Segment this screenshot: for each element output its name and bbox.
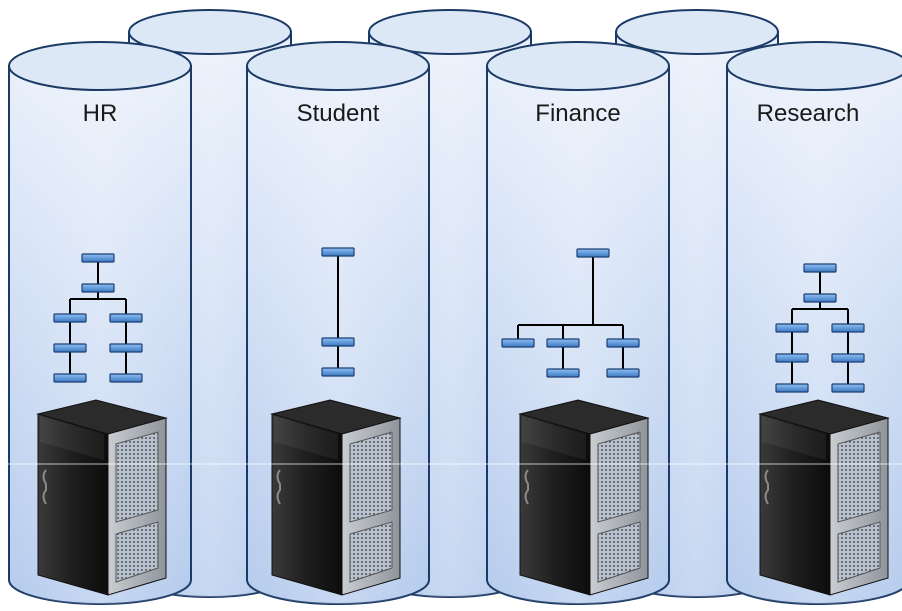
entity-box [831,383,865,393]
database-label-research: Research [756,100,860,127]
entity-box [576,248,610,258]
database-cylinder-3-top [486,41,670,91]
server-tower-icon-3-handle [524,469,529,505]
entity-box [109,343,143,353]
server-tower-icon-3-vent-upper [597,431,641,523]
schema-tree-student [321,247,355,377]
schema-tree-hr [53,253,143,383]
database-label-hr: HR [82,100,118,127]
server-tower-icon-3 [518,399,650,596]
server-tower-icon-4-vent-upper [837,431,881,523]
database-cylinder-2-top [246,41,430,91]
entity-box [831,353,865,363]
entity-box [81,283,115,293]
entity-box [321,337,355,347]
entity-box [501,338,535,348]
entity-box [803,263,837,273]
server-tower-icon-1-vent-upper [115,431,159,523]
background-cylinder-1-top [128,9,292,55]
server-tower-icon-4-handle [764,469,769,505]
entity-box [831,323,865,333]
entity-box [775,383,809,393]
database-cylinder-1-top [8,41,192,91]
schema-tree-finance [501,248,640,378]
entity-box [546,368,580,378]
server-tower-icon-4-vent-lower [837,521,881,583]
entity-box [606,368,640,378]
server-tower-icon-2-handle [276,469,281,505]
entity-box [321,367,355,377]
entity-box [53,343,87,353]
server-tower-icon-1-handle [42,469,47,505]
entity-box [775,323,809,333]
entity-box [109,373,143,383]
server-tower-icon-2 [270,399,402,596]
entity-box [53,313,87,323]
entity-box [803,293,837,303]
background-cylinder-2-top [368,9,532,55]
server-tower-icon-4 [758,399,890,596]
server-tower-icon-2-vent-lower [349,521,393,583]
entity-box [606,338,640,348]
entity-box [546,338,580,348]
database-label-student: Student [296,100,380,127]
server-tower-icon-1-vent-lower [115,521,159,583]
entity-box [109,313,143,323]
database-cylinder-4-top [726,41,902,91]
entity-box [53,373,87,383]
entity-box [81,253,115,263]
database-label-finance: Finance [535,100,621,127]
background-cylinder-3-top [615,9,779,55]
schema-tree-research [775,263,865,393]
server-tower-icon-2-vent-upper [349,431,393,523]
entity-box [321,247,355,257]
entity-box [775,353,809,363]
server-tower-icon-1 [36,399,168,596]
server-tower-icon-3-vent-lower [597,521,641,583]
